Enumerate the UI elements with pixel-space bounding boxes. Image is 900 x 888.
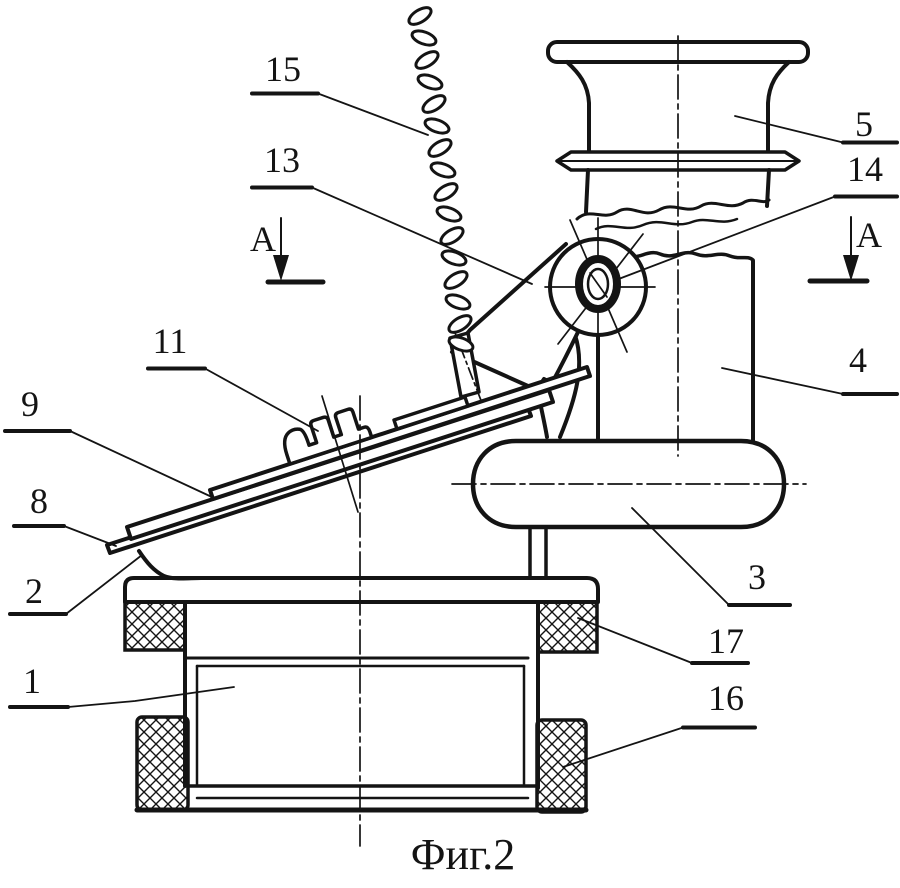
lid-edge-lip-2 <box>137 549 203 581</box>
chain-link <box>410 29 438 47</box>
part-label-5: 5 <box>855 104 873 144</box>
funnel-right-side <box>766 60 791 154</box>
container-top-flange <box>123 576 600 604</box>
grip-knob-11 <box>282 407 374 466</box>
funnel-break-wave <box>575 198 771 221</box>
chain-link <box>433 182 459 202</box>
part-label-17: 17 <box>708 621 744 661</box>
leader-line-4 <box>721 367 844 395</box>
part-label-16: 16 <box>708 678 744 718</box>
knob-axis-line <box>321 395 359 513</box>
leader-line-1 <box>67 686 235 708</box>
funnel-skirt-left <box>584 168 590 214</box>
part-labels: 15 13 5 14 4 3 17 16 11 9 8 2 <box>3 49 899 768</box>
chain-link <box>447 335 475 353</box>
float-torus-3 <box>470 438 787 580</box>
chain-15 <box>407 6 475 353</box>
part-label-3: 3 <box>748 557 766 597</box>
upper-flange-hatch-left-17 <box>123 600 187 652</box>
leader-line-3 <box>631 507 730 606</box>
pivot-pin-hole <box>586 267 610 301</box>
part-label-13: 13 <box>264 140 300 180</box>
part-label-14: 14 <box>847 149 883 189</box>
grip-knob-profile <box>282 407 374 466</box>
chain-link <box>443 270 469 290</box>
chain-link <box>447 314 473 334</box>
chain-link <box>440 249 468 267</box>
part-label-1: 1 <box>23 661 41 701</box>
section-letter-left: A <box>250 219 276 259</box>
leader-line-2 <box>65 554 143 615</box>
chain-link <box>444 293 472 311</box>
chain-link <box>416 73 444 91</box>
lower-flange-hatch-right-16 <box>535 718 588 814</box>
container-body-1 <box>123 576 600 814</box>
chain-link <box>439 226 465 246</box>
part-label-4: 4 <box>849 340 867 380</box>
part-label-11: 11 <box>153 321 188 361</box>
chain-link <box>423 117 451 135</box>
lower-flange-hatch-left-16 <box>135 715 190 812</box>
funnel-left-side <box>565 60 591 154</box>
section-marker-right: A <box>807 215 882 284</box>
leader-line-9 <box>69 430 215 499</box>
part-label-15: 15 <box>265 49 301 89</box>
chain-link <box>407 6 433 26</box>
leader-line-5 <box>734 115 844 144</box>
link-rod-axis <box>451 324 483 404</box>
part-label-2: 2 <box>25 571 43 611</box>
funnel-break-wave-2 <box>594 217 739 231</box>
chain-link <box>435 205 463 223</box>
chain-link <box>427 138 453 158</box>
figure-caption: Фиг.2 <box>411 830 515 879</box>
lever-arm <box>450 242 580 392</box>
centerlines <box>359 35 807 847</box>
part-label-9: 9 <box>21 384 39 424</box>
leader-line-17 <box>577 617 693 664</box>
chain-link <box>414 50 440 70</box>
leader-line-15 <box>317 92 429 136</box>
lever-lower-right-edge <box>558 333 582 439</box>
leader-line-16 <box>562 726 684 768</box>
lid-assembly <box>105 324 592 581</box>
chain-link <box>429 161 457 179</box>
section-arrow-left-head <box>273 255 289 281</box>
section-letter-right: A <box>856 215 882 255</box>
part-label-8: 8 <box>30 481 48 521</box>
leader-line-14 <box>615 195 836 281</box>
leader-line-13 <box>311 186 533 285</box>
pivot-pin-hole-mark <box>589 272 608 298</box>
leader-line-11 <box>204 367 319 432</box>
upper-flange-hatch-right-17 <box>536 600 599 654</box>
section-arrow-right-head <box>843 255 859 281</box>
chain-link <box>421 94 447 114</box>
leader-line-8 <box>63 525 117 547</box>
pivot-lever-13 <box>450 217 656 439</box>
section-marker-left: A <box>250 217 326 285</box>
